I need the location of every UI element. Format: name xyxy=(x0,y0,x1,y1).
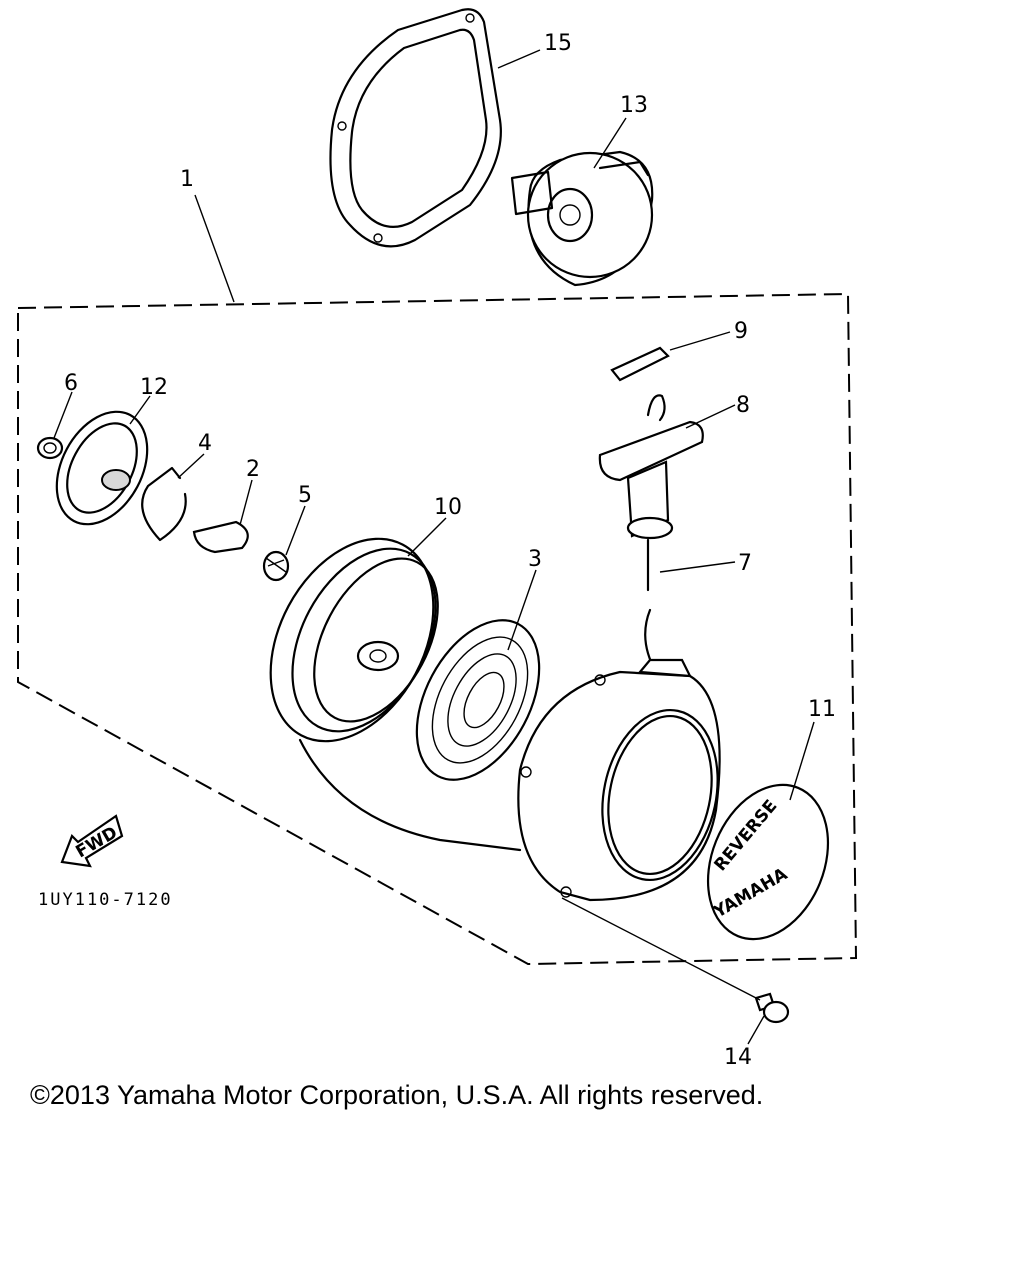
callout-15: 15 xyxy=(544,31,572,56)
callout-12: 12 xyxy=(140,375,168,400)
callout-13: 13 xyxy=(620,93,648,118)
pawl-2 xyxy=(192,520,249,554)
pulley-13 xyxy=(510,150,654,287)
callout-4: 4 xyxy=(198,431,212,456)
leader-lines xyxy=(53,49,815,1045)
drawing-code: 1UY110-7120 xyxy=(38,890,173,910)
handle-8 xyxy=(598,394,704,540)
callout-11: 11 xyxy=(808,697,836,722)
callout-6: 6 xyxy=(64,371,78,396)
cover-11: REVERSE YAMAHA xyxy=(706,783,830,941)
callout-10: 10 xyxy=(434,495,462,520)
spring-5 xyxy=(262,550,290,582)
callout-3: 3 xyxy=(528,547,542,572)
cap-9 xyxy=(610,346,670,382)
parts-diagram: REVERSE YAMAHA FWD 1 15 13 9 8 6 12 4 2 xyxy=(17,8,858,1070)
copyright-notice: ©2013 Yamaha Motor Corporation, U.S.A. A… xyxy=(30,1080,764,1110)
starter-case xyxy=(517,658,721,902)
gasket-15 xyxy=(329,8,502,248)
callout-1: 1 xyxy=(180,167,194,192)
callout-14: 14 xyxy=(724,1045,752,1070)
callout-2: 2 xyxy=(246,457,260,482)
fwd-arrow-icon: FWD xyxy=(60,814,124,868)
callout-8: 8 xyxy=(736,393,750,418)
spring-4 xyxy=(141,466,187,542)
callout-9: 9 xyxy=(734,319,748,344)
bolt-14 xyxy=(754,992,790,1024)
spiral-spring-3 xyxy=(415,619,541,781)
callout-5: 5 xyxy=(298,483,312,508)
assembly-boundary xyxy=(17,292,858,966)
plate-12 xyxy=(55,410,149,526)
bolt-6 xyxy=(36,436,64,460)
callout-7: 7 xyxy=(738,551,752,576)
